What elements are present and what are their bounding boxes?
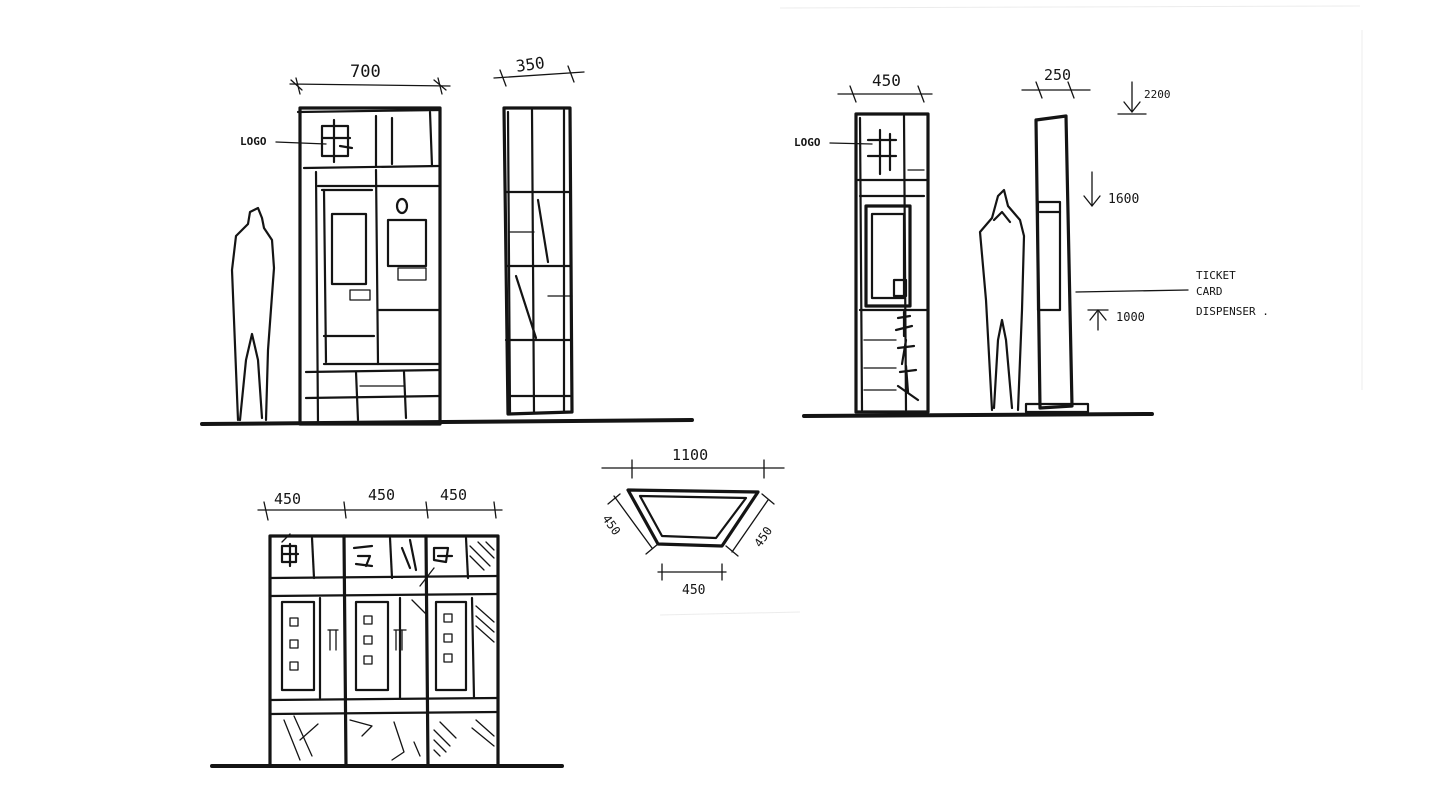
dimension-350-label: 350 bbox=[515, 53, 546, 76]
logo-mark-b bbox=[866, 128, 925, 176]
elevation-b: 450 250 LOGO bbox=[794, 66, 1269, 418]
panel-window-center bbox=[354, 600, 407, 692]
plan-left-label: 450 bbox=[599, 512, 623, 538]
dimension-700: 700 bbox=[289, 62, 451, 95]
panel-dim-3: 450 bbox=[440, 486, 467, 504]
ticket-card-dispenser-callout: TICKET CARD DISPENSER . bbox=[1075, 269, 1269, 318]
height-1000-label: 1000 bbox=[1116, 310, 1145, 324]
plan-1100-label: 1100 bbox=[672, 446, 708, 464]
plan-dim-bottom: 450 bbox=[657, 563, 727, 598]
chinese-calligraphy bbox=[863, 310, 920, 402]
dimension-450-top-label: 450 bbox=[872, 71, 901, 90]
paper-texture bbox=[659, 5, 1363, 616]
panel-logo-marks bbox=[280, 538, 454, 572]
ground-line-b bbox=[802, 412, 1154, 418]
panel-window-left bbox=[280, 600, 339, 692]
dimension-250-label: 250 bbox=[1044, 66, 1071, 84]
logo-label-b: LOGO bbox=[794, 136, 821, 149]
logo-label-a: LOGO bbox=[240, 135, 267, 148]
panel-frame bbox=[268, 534, 500, 768]
pillar-side-b bbox=[1024, 114, 1090, 414]
ground-line-a bbox=[200, 418, 694, 426]
height-1600-label: 1600 bbox=[1108, 192, 1139, 207]
dimension-450-top: 450 bbox=[837, 71, 933, 103]
panel-elevation: 450 450 450 bbox=[210, 486, 564, 768]
panel-window-right bbox=[434, 600, 468, 692]
plan-right-label: 450 bbox=[751, 524, 775, 550]
side-cabinet-a bbox=[502, 106, 574, 416]
dimension-250: 250 bbox=[1021, 66, 1091, 99]
callout-card: CARD bbox=[1196, 285, 1223, 298]
elevation-a: 700 350 LOGO bbox=[200, 53, 694, 426]
height-2200: 2200 bbox=[1117, 81, 1171, 115]
panel-hatching bbox=[281, 533, 495, 761]
callout-dispenser: DISPENSER . bbox=[1196, 305, 1269, 318]
height-2200-label: 2200 bbox=[1144, 88, 1171, 101]
pylon-front-b bbox=[854, 112, 930, 414]
panel-dim-1: 450 bbox=[274, 490, 301, 508]
plan-view: 1100 450 450 450 bbox=[599, 446, 785, 598]
callout-ticket: TICKET bbox=[1196, 269, 1236, 282]
dimension-350: 350 bbox=[493, 53, 585, 87]
dimension-row-450: 450 450 450 bbox=[257, 486, 503, 521]
logo-mark-a bbox=[320, 118, 354, 164]
plan-bottom-label: 450 bbox=[682, 583, 705, 598]
human-figure-a bbox=[230, 206, 276, 422]
plan-dim-1100: 1100 bbox=[601, 446, 785, 479]
plan-trapezoid bbox=[626, 488, 760, 548]
panel-dim-2: 450 bbox=[368, 486, 395, 504]
height-1000: 1000 bbox=[1087, 309, 1145, 331]
human-figure-b bbox=[978, 188, 1026, 412]
front-cabinet-a bbox=[296, 106, 442, 426]
height-1600: 1600 bbox=[1083, 171, 1139, 207]
dimension-700-label: 700 bbox=[350, 62, 381, 82]
plan-dim-left: 450 bbox=[599, 493, 659, 555]
